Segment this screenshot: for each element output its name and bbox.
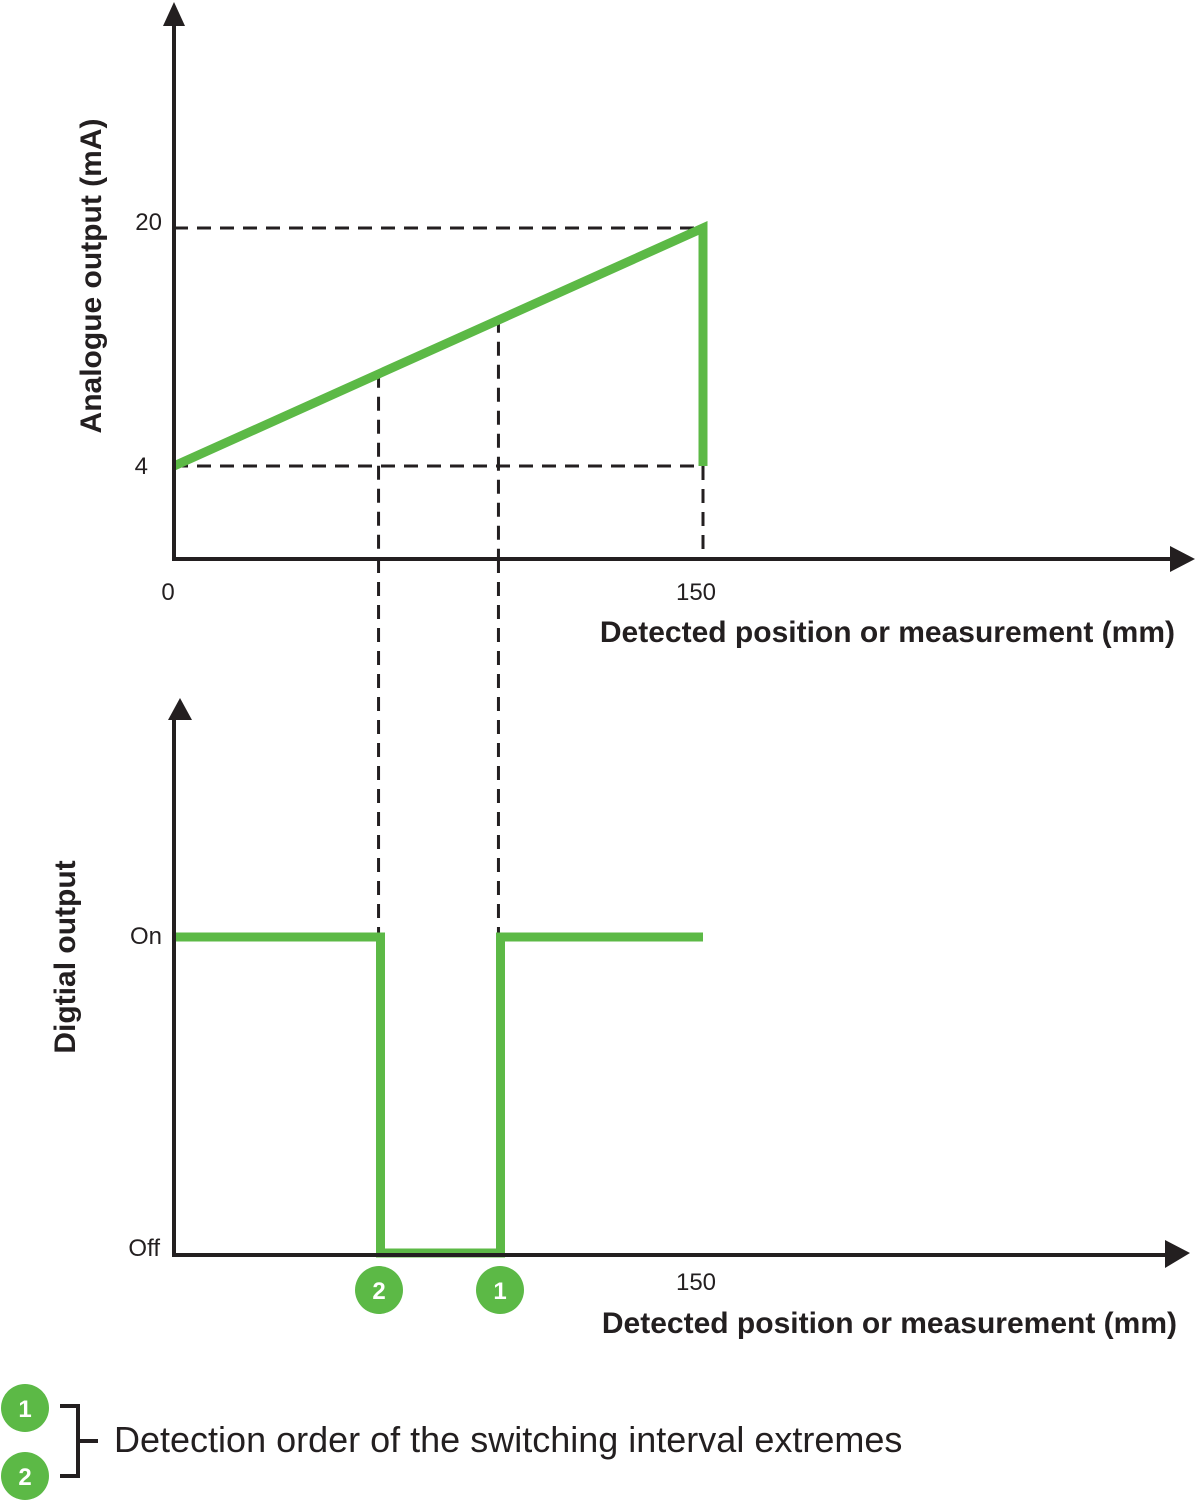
- digital-guides: [377, 559, 500, 937]
- switch-marker-1-label: 1: [493, 1278, 506, 1305]
- legend-bracket: [60, 1404, 98, 1478]
- digital-x-axis-arrow: [1165, 1240, 1190, 1268]
- switch-marker-1-circle: [476, 1266, 524, 1314]
- legend-text: Detection order of the switching interva…: [114, 1419, 902, 1460]
- switch-marker-2-circle: [355, 1266, 403, 1314]
- legend-marker-2: 2: [1, 1452, 49, 1500]
- analogue-y-axis-arrow: [163, 2, 185, 26]
- digital-chart: On Off 150 Detected position or measurem…: [49, 559, 1190, 1340]
- legend-marker-1-label: 1: [18, 1396, 31, 1423]
- legend: 1 2 Detection order of the switching int…: [1, 1384, 902, 1500]
- switch-marker-2: 2: [355, 1266, 403, 1314]
- analogue-y-tick-20: 20: [135, 209, 162, 236]
- legend-marker-1-circle: [1, 1384, 49, 1432]
- analogue-guides: [174, 226, 705, 559]
- digital-y-tick-off: Off: [128, 1235, 160, 1262]
- legend-marker-1: 1: [1, 1384, 49, 1432]
- digital-x-axis-title: Detected position or measurement (mm): [602, 1307, 1177, 1340]
- legend-marker-2-label: 2: [18, 1464, 31, 1491]
- analogue-y-tick-4: 4: [135, 453, 148, 480]
- analogue-y-axis-title: Analogue output (mA): [75, 119, 108, 434]
- analogue-x-tick-0: 0: [161, 579, 174, 606]
- digital-y-axis-title: Digtial output: [49, 860, 82, 1053]
- analogue-x-axis-title: Detected position or measurement (mm): [600, 616, 1175, 649]
- analogue-chart: 20 4 0 150 Detected position or measurem…: [75, 2, 1195, 649]
- analogue-series-line: [172, 221, 708, 471]
- digital-series-line: [174, 932, 703, 1258]
- digital-x-tick-150: 150: [676, 1269, 716, 1296]
- digital-y-tick-on: On: [130, 923, 162, 950]
- legend-marker-2-circle: [1, 1452, 49, 1500]
- switch-marker-2-label: 2: [372, 1278, 385, 1305]
- switch-marker-1: 1: [476, 1266, 524, 1314]
- digital-y-axis-arrow: [168, 698, 192, 720]
- analogue-x-axis-arrow: [1170, 546, 1195, 572]
- analogue-x-tick-150: 150: [676, 579, 716, 606]
